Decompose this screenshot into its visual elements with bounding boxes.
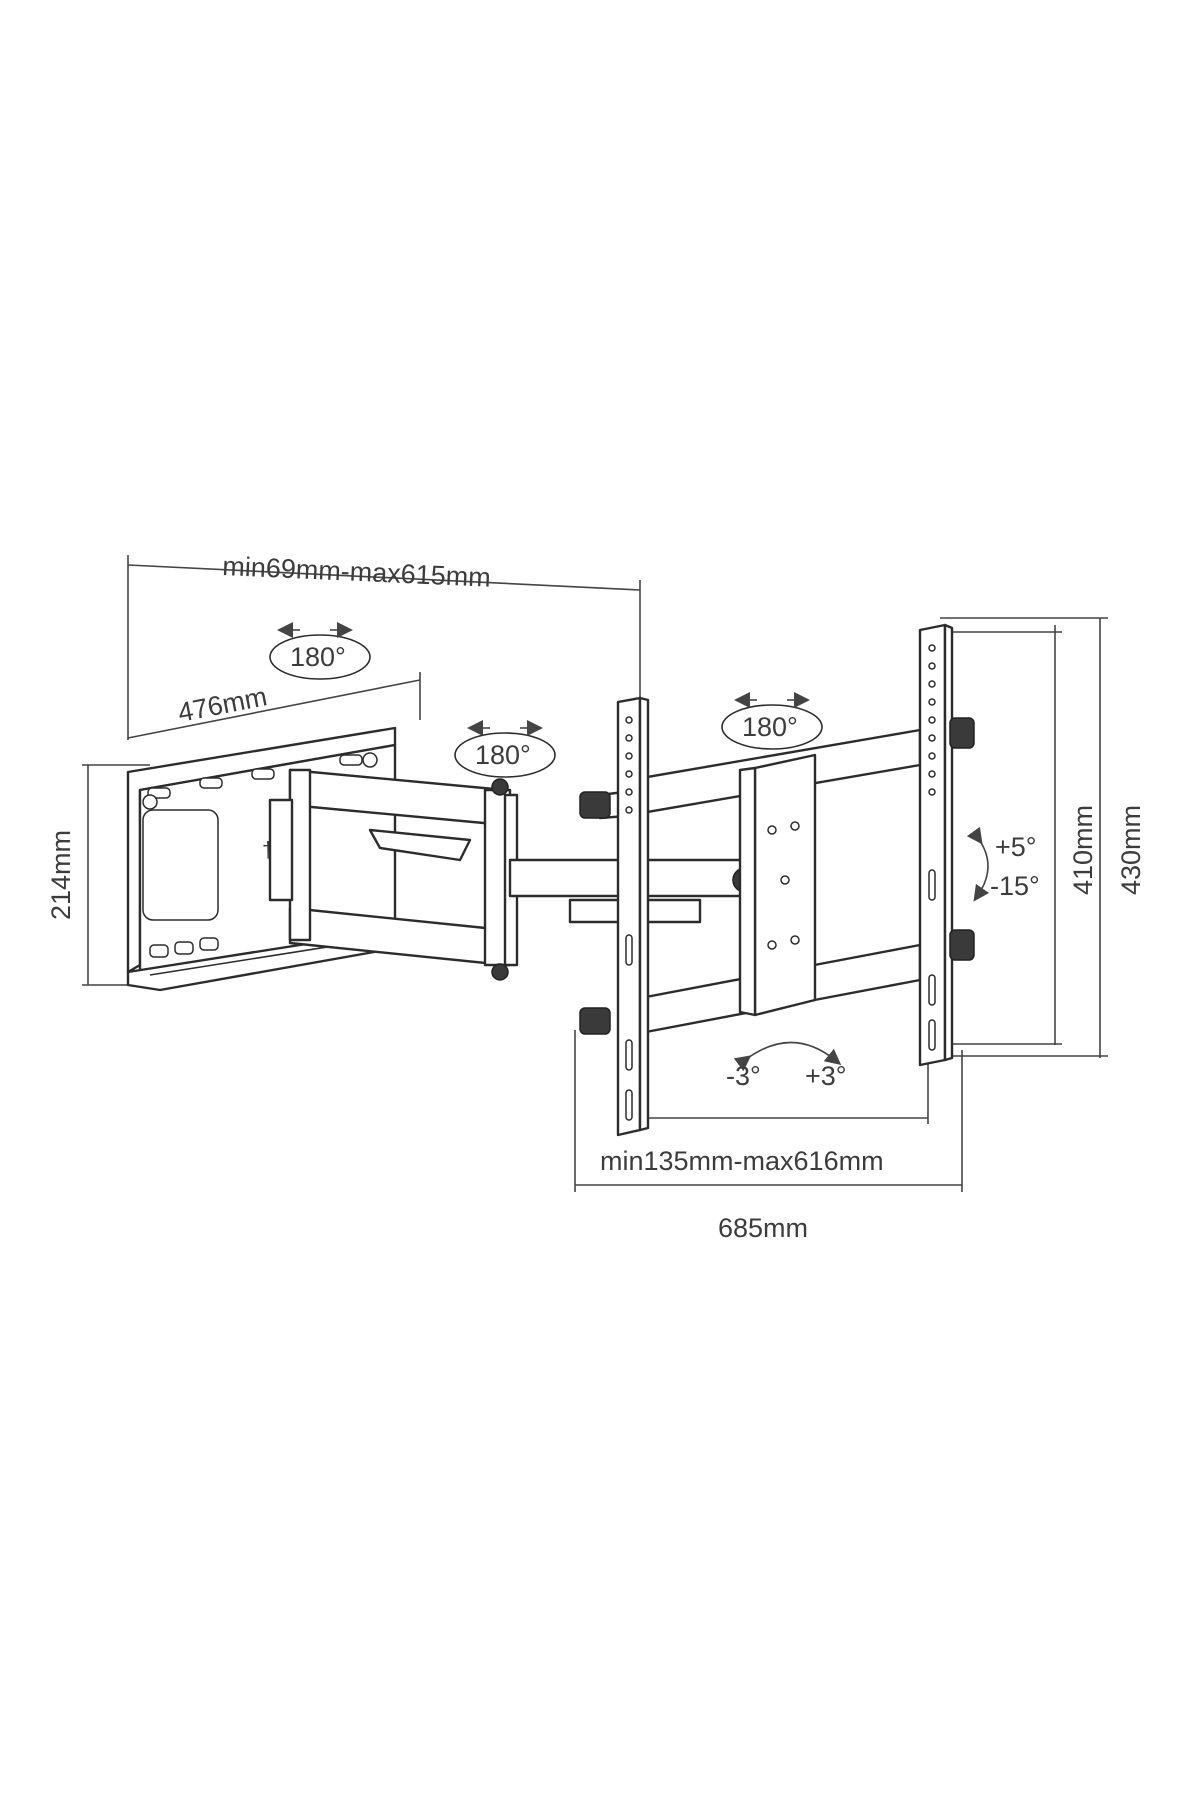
tilt-up-label: +5°	[995, 832, 1037, 862]
rotate-left-label: -3°	[726, 1061, 761, 1091]
tv-bracket	[579, 623, 975, 1137]
swivel-wall-icon	[269, 622, 371, 680]
rotate-icon	[733, 1041, 842, 1072]
swivel-head-label: 180°	[742, 712, 798, 742]
wall-plate-height-label: 214mm	[46, 830, 76, 920]
swivel-arm-icon	[454, 720, 556, 778]
tilt-icon	[966, 826, 990, 902]
rotate-right-label: +3°	[805, 1061, 847, 1091]
bracket-spread-label: min135mm-max616mm	[600, 1146, 884, 1176]
inner-height-label: 410mm	[1068, 805, 1098, 895]
dimension-lines	[82, 555, 1108, 1192]
swivel-wall-label: 180°	[290, 642, 346, 672]
swivel-arm-label: 180°	[475, 740, 531, 770]
wall-plate-width-label: 476mm	[175, 681, 269, 728]
overall-width-label: 685mm	[718, 1213, 808, 1243]
tilt-down-label: -15°	[990, 871, 1040, 901]
first-arm	[268, 768, 519, 981]
arm-extension-label: min69mm-max615mm	[222, 551, 492, 593]
outer-height-label: 430mm	[1116, 805, 1146, 895]
swivel-head-icon	[721, 692, 823, 750]
